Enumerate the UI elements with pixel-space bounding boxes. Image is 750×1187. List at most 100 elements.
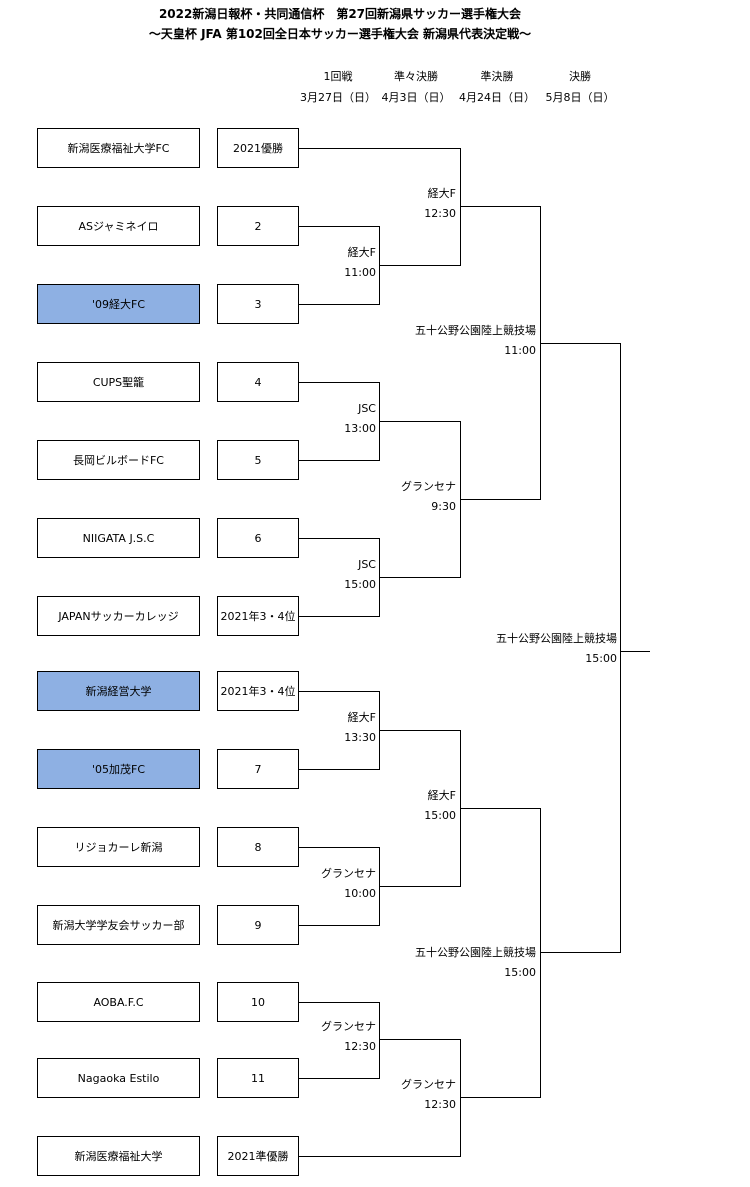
seed-box: 8 — [217, 827, 299, 867]
team-box: 新潟医療福祉大学FC — [37, 128, 200, 168]
match-time: 12:30 — [424, 207, 456, 220]
seed-box: 4 — [217, 362, 299, 402]
round-name: 準決勝 — [480, 70, 514, 83]
seed-box: 7 — [217, 749, 299, 789]
tournament-title: 2022新潟日報杯・共同通信杯 第27回新潟県サッカー選手権大会 — [158, 7, 522, 21]
team-box: CUPS聖籠 — [37, 362, 200, 402]
bracket-line — [540, 343, 620, 344]
seed-box: 2 — [217, 206, 299, 246]
seed-box: 2021年3・4位 — [217, 596, 299, 636]
team-box: Nagaoka Estilo — [37, 1058, 200, 1098]
match-time: 10:00 — [344, 887, 376, 900]
team-box: 新潟医療福祉大学 — [37, 1136, 200, 1176]
team-box: 長岡ビルボードFC — [37, 440, 200, 480]
bracket-line — [540, 808, 541, 1098]
seed-box: 2021準優勝 — [217, 1136, 299, 1176]
round-date: 3月27日（日） — [300, 91, 376, 104]
team-box: AOBA.F.C — [37, 982, 200, 1022]
seed-box: 9 — [217, 905, 299, 945]
match-time: 15:00 — [344, 578, 376, 591]
match-info: 経大F 11:00 — [344, 243, 376, 283]
bracket-line — [299, 1078, 379, 1079]
seed-box: 5 — [217, 440, 299, 480]
round-header-qf: 準々決勝 4月3日（日） — [371, 70, 461, 105]
match-time: 11:00 — [504, 344, 536, 357]
match-time: 13:30 — [344, 731, 376, 744]
match-info: 五十公野公園陸上競技場 15:00 — [496, 629, 617, 669]
bracket-line — [460, 206, 540, 207]
bracket-line — [460, 148, 461, 266]
bracket-line — [460, 808, 540, 809]
team-box: NIIGATA J.S.C — [37, 518, 200, 558]
bracket-line — [460, 1097, 540, 1098]
match-info: グランセナ 12:30 — [401, 1075, 456, 1115]
seed-box: 2021優勝 — [217, 128, 299, 168]
match-info: 経大F 13:30 — [344, 708, 376, 748]
match-time: 12:30 — [424, 1098, 456, 1111]
bracket-line — [540, 206, 541, 500]
bracket-line — [379, 577, 460, 578]
match-info: 五十公野公園陸上競技場 15:00 — [415, 943, 536, 983]
seed-box: 10 — [217, 982, 299, 1022]
match-winner: JSC — [358, 402, 376, 415]
match-winner: 経大F — [427, 187, 456, 200]
team-box: ASジャミネイロ — [37, 206, 200, 246]
bracket-line — [299, 304, 379, 305]
match-time: 15:00 — [504, 966, 536, 979]
match-winner: グランセナ — [401, 480, 456, 493]
bracket-line — [299, 769, 379, 770]
match-winner: 経大F — [347, 711, 376, 724]
bracket-line — [540, 952, 620, 953]
match-winner: グランセナ — [321, 1020, 376, 1033]
match-info: 経大F 15:00 — [424, 786, 456, 826]
bracket-line — [299, 460, 379, 461]
bracket-line — [299, 616, 379, 617]
match-winner: 経大F — [427, 789, 456, 802]
bracket-line — [379, 421, 460, 422]
bracket-line — [299, 691, 379, 692]
bracket-line — [379, 1039, 460, 1040]
bracket-line — [299, 1002, 379, 1003]
match-time: 13:00 — [344, 422, 376, 435]
match-info: JSC 13:00 — [344, 399, 376, 439]
match-time: 15:00 — [424, 809, 456, 822]
match-venue: 五十公野公園陸上競技場 — [415, 324, 536, 337]
match-info: 経大F 12:30 — [424, 184, 456, 224]
seed-box: 2021年3・4位 — [217, 671, 299, 711]
team-box: JAPANサッカーカレッジ — [37, 596, 200, 636]
tournament-subtitle: ～天皇杯 JFA 第102回全日本サッカー選手権大会 新潟県代表決定戦～ — [148, 27, 532, 41]
team-box: リジョカーレ新潟 — [37, 827, 200, 867]
match-info: 五十公野公園陸上競技場 11:00 — [415, 321, 536, 361]
seed-box: 6 — [217, 518, 299, 558]
bracket-line — [299, 925, 379, 926]
bracket-line — [299, 538, 379, 539]
match-info: グランセナ 12:30 — [321, 1017, 376, 1057]
round-date: 4月3日（日） — [381, 91, 451, 104]
team-box-highlighted: '09経大FC — [37, 284, 200, 324]
round-date: 5月8日（日） — [545, 91, 615, 104]
seed-box: 3 — [217, 284, 299, 324]
bracket-line — [460, 1039, 461, 1157]
match-time: 11:00 — [344, 266, 376, 279]
bracket-line — [620, 651, 650, 652]
match-time: 12:30 — [344, 1040, 376, 1053]
match-time: 9:30 — [431, 500, 456, 513]
match-time: 15:00 — [585, 652, 617, 665]
round-name: 1回戦 — [323, 70, 353, 83]
match-winner: グランセナ — [321, 867, 376, 880]
round-header-sf: 準決勝 4月24日（日） — [452, 70, 542, 105]
bracket-line — [379, 886, 460, 887]
bracket-line — [299, 382, 379, 383]
match-venue: 五十公野公園陸上競技場 — [496, 632, 617, 645]
bracket-line — [379, 1002, 380, 1079]
bracket-line — [620, 343, 621, 953]
bracket-line — [379, 265, 460, 266]
round-header-r1: 1回戦 3月27日（日） — [293, 70, 383, 105]
match-info: グランセナ 9:30 — [401, 477, 456, 517]
team-box-highlighted: 新潟経営大学 — [37, 671, 200, 711]
match-winner: 経大F — [347, 246, 376, 259]
bracket-line — [460, 499, 540, 500]
match-info: JSC 15:00 — [344, 555, 376, 595]
bracket-line — [299, 1156, 460, 1157]
bracket-line — [299, 226, 379, 227]
